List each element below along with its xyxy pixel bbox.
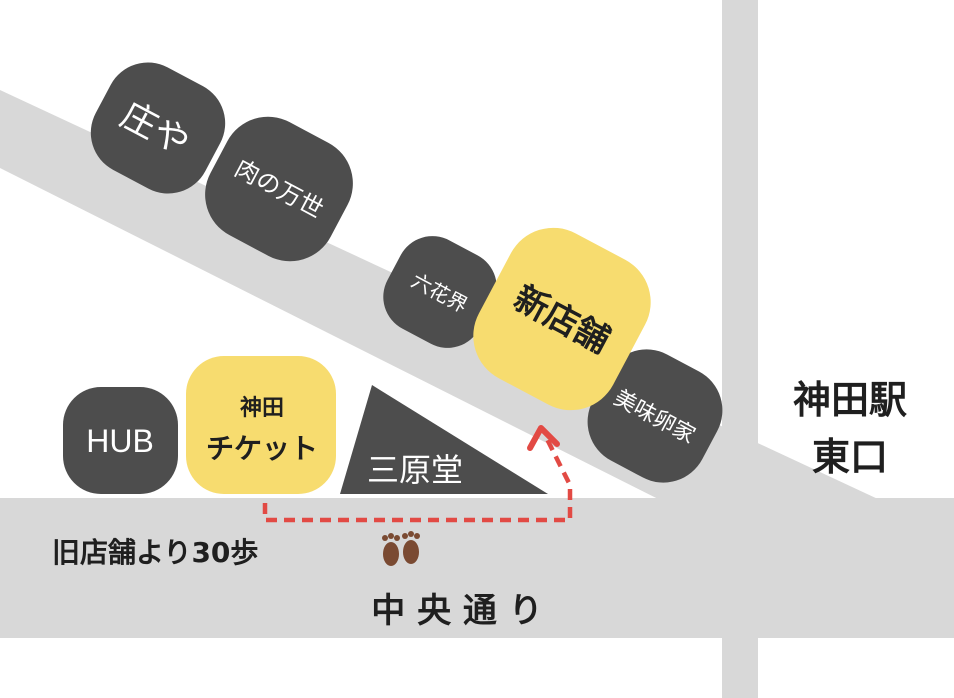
route-arrowhead (527, 425, 560, 451)
footprints-icon (382, 531, 420, 566)
shop-sanseido-label: 三原堂 (367, 451, 463, 489)
shop-nikunomansei: 肉の万世 (205, 116, 353, 262)
shop-new-store: 新店舗 (473, 227, 651, 411)
shop-biomiranka: 美味卵家 (587, 349, 723, 483)
station-label-line1: 神田駅 (793, 378, 907, 422)
chuo-dori-road (0, 498, 954, 638)
shop-shoya: 庄や (90, 62, 226, 194)
shop-kanda-ticket-label-2: チケット (206, 432, 318, 465)
station-street (722, 0, 758, 698)
shop-hub (63, 387, 178, 494)
route-note-text: 旧店舗より30歩 (52, 536, 258, 569)
shop-hub-label: HUB (86, 423, 154, 459)
shop-kanda-ticket (186, 356, 336, 494)
shop-rikkakai: 六花界 (383, 236, 497, 348)
shop-sanseido (340, 385, 548, 494)
road-name-label: 中 央 通 り (371, 591, 543, 631)
station-label-line2: 東口 (812, 435, 888, 479)
shop-kanda-ticket-label-1: 神田 (240, 395, 284, 421)
